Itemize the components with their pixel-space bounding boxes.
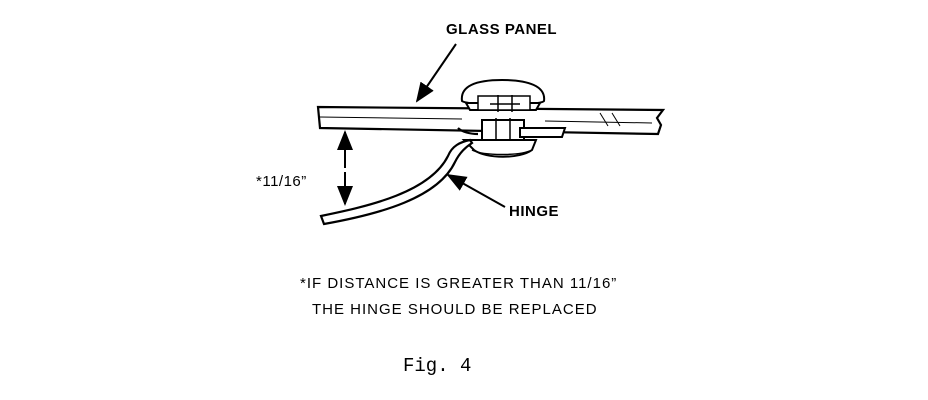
fastener-assembly — [460, 78, 567, 158]
note-line-1: *IF DISTANCE IS GREATER THAN 11/16” — [300, 275, 618, 292]
figure-caption: Fig. 4 — [403, 355, 472, 377]
glass-panel-leader-arrow — [415, 43, 457, 103]
hinge — [319, 127, 479, 226]
distance-label: *11/16” — [256, 173, 307, 190]
glass-panel-label: GLASS PANEL — [446, 21, 558, 38]
hinge-label: HINGE — [509, 203, 560, 220]
hinge-leader-arrow — [446, 174, 506, 208]
note-line-2: THE HINGE SHOULD BE REPLACED — [312, 301, 598, 318]
